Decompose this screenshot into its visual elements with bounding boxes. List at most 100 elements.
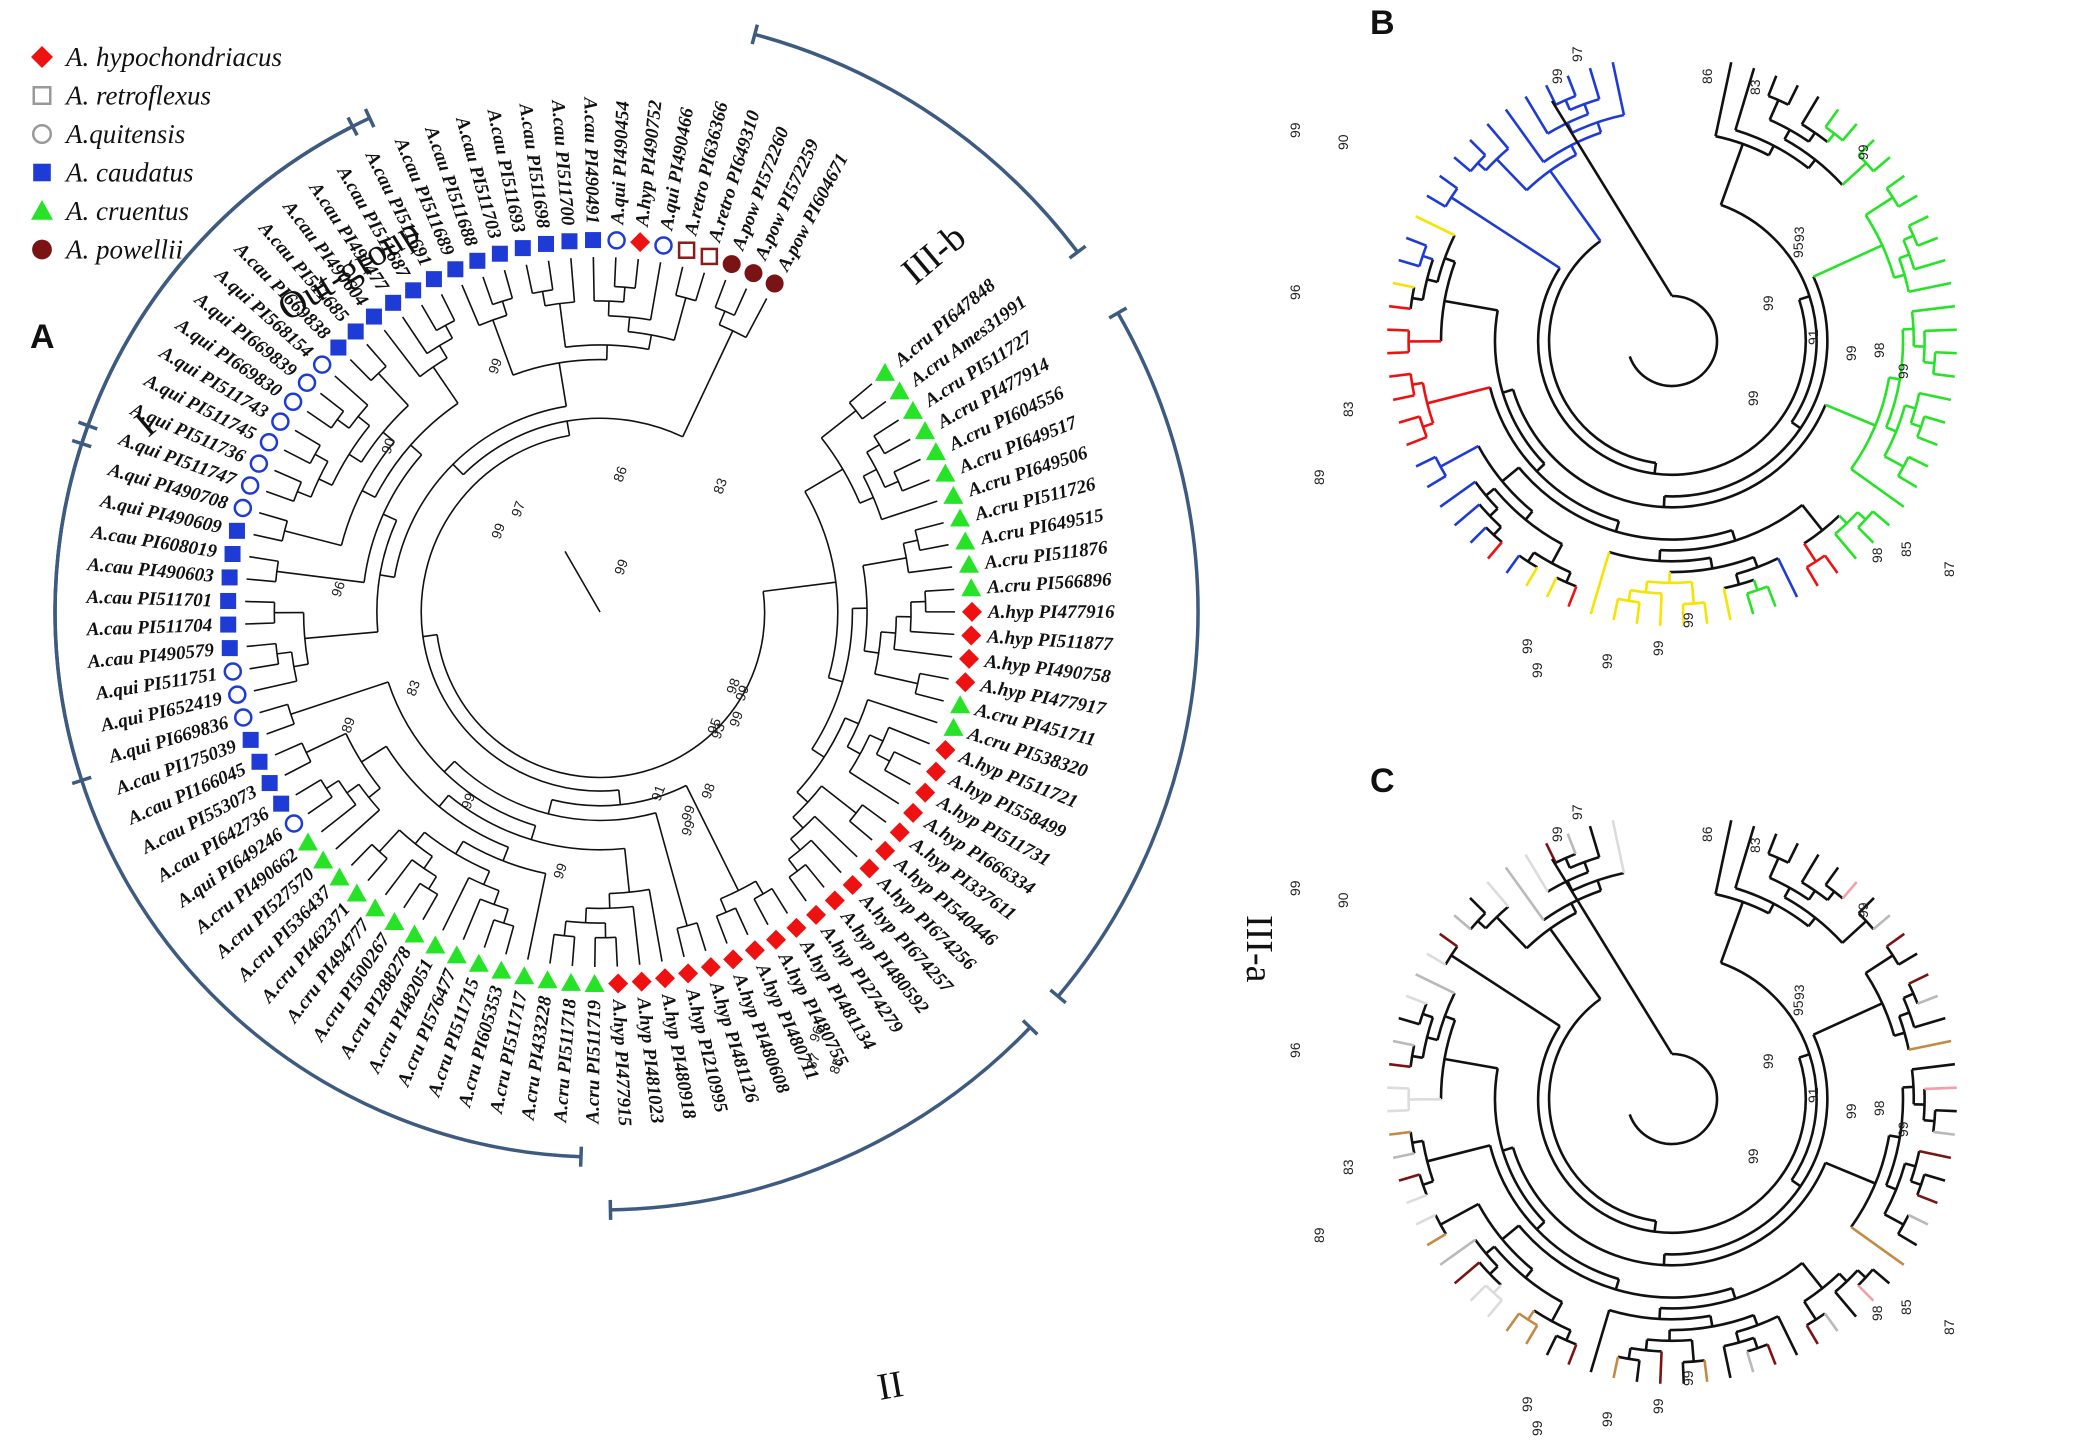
- tree-arc: [419, 882, 438, 895]
- tree-arc: [1536, 1025, 1808, 1235]
- bootstrap-value: 90: [1335, 892, 1351, 908]
- tree-arc: [1436, 992, 1456, 1041]
- bootstrap-value: 86: [1699, 68, 1715, 84]
- bootstrap-value: 96: [328, 579, 348, 599]
- tree-branch: [788, 876, 807, 902]
- tree-branch: [1824, 403, 1876, 427]
- legend-label: A. cruentus: [64, 196, 189, 226]
- tree-arc: [1525, 911, 1577, 950]
- leaf-marker: [943, 485, 964, 504]
- tree-branch: [1565, 571, 1572, 583]
- tree-branch: [283, 449, 311, 465]
- tree-branch: [1411, 1054, 1423, 1060]
- tree-branch: [880, 631, 896, 634]
- legend-label: A. retroflexus: [64, 81, 211, 111]
- tree-branch: [1826, 890, 1836, 901]
- tree-arc: [614, 285, 636, 289]
- tree-branch: [1612, 598, 1620, 621]
- leaf-marker: [585, 232, 602, 249]
- bootstrap-value: 91: [1805, 329, 1821, 345]
- tree-branch: [1719, 901, 1745, 964]
- tree-arc: [1517, 466, 1733, 541]
- tree-branch: [649, 262, 662, 321]
- tree-branch: [1800, 95, 1820, 125]
- tree-branch: [501, 301, 508, 316]
- tree-branch: [1653, 1220, 1658, 1232]
- leaf-marker: [806, 904, 827, 925]
- tree-branch: [294, 429, 321, 447]
- tree-branch: [1398, 258, 1420, 268]
- tree-branch: [919, 543, 949, 552]
- tree-branch: [1902, 992, 1914, 1000]
- tree-branch: [1885, 426, 1897, 433]
- tree-arc: [1477, 445, 1534, 513]
- tree-branch: [1885, 174, 1906, 190]
- tree-branch: [438, 794, 450, 808]
- bootstrap-value: 99: [485, 356, 505, 376]
- tree-branch: [675, 266, 684, 296]
- tree-branch: [1752, 556, 1759, 568]
- tree-branch: [1838, 1272, 1848, 1283]
- tree-branch: [1883, 1213, 1905, 1226]
- tree-branch: [1444, 1057, 1498, 1070]
- bootstrap-value: 99: [1745, 390, 1761, 406]
- leaf-marker: [385, 294, 402, 311]
- tree-arc: [1409, 1131, 1416, 1154]
- tree-arc: [1484, 526, 1503, 544]
- tree-arc: [1488, 386, 1620, 523]
- tree-branch: [1714, 61, 1733, 137]
- tree-arc: [1517, 1224, 1733, 1299]
- tree-arc: [594, 300, 624, 303]
- tree-branch: [647, 334, 653, 350]
- bootstrap-value: 99: [1529, 662, 1545, 678]
- tree-arc: [1664, 276, 1829, 498]
- leaf-marker: [678, 963, 699, 984]
- tree-branch: [902, 479, 930, 492]
- tree-branch: [1745, 593, 1755, 615]
- tree-arc: [1569, 97, 1600, 112]
- bootstrap-value: 99: [678, 803, 698, 823]
- tree-arc: [720, 880, 757, 900]
- tree-branch: [592, 257, 595, 302]
- tree-arc: [1571, 113, 1625, 134]
- tree-branch: [1392, 394, 1415, 402]
- tree-arc: [1669, 555, 1755, 574]
- tree-arc: [1883, 405, 1907, 457]
- bracket-I-bottom: [53, 425, 582, 1159]
- tree-branch: [367, 857, 388, 882]
- tree-arc: [1806, 554, 1826, 569]
- leaf-marker: [469, 252, 486, 269]
- tree-branch: [1524, 510, 1534, 521]
- tree-branch: [893, 648, 953, 658]
- tree-branch: [1611, 61, 1626, 116]
- bootstrap-value: 83: [710, 476, 730, 496]
- tree-arc: [1533, 1309, 1572, 1332]
- tree-branch: [1776, 557, 1799, 598]
- tree-branch: [346, 783, 360, 794]
- leaf-marker: [744, 264, 763, 283]
- tree-arc: [565, 344, 649, 351]
- tree-branch: [861, 804, 887, 823]
- tree-branch: [1469, 138, 1487, 157]
- tree-branch: [1422, 1180, 1434, 1187]
- tree-branch: [1857, 896, 1875, 915]
- tree-arc: [866, 451, 886, 488]
- legend-label: A. powellii: [64, 235, 183, 265]
- tree-branch: [1438, 932, 1459, 948]
- tree-branch: [1567, 1343, 1578, 1366]
- tree-arc: [1783, 896, 1844, 944]
- tree-arc: [1735, 886, 1810, 928]
- leaf-marker: [273, 795, 290, 812]
- tree-branch: [1823, 1312, 1839, 1332]
- tree-branch: [1589, 551, 1611, 615]
- tree-branch: [1653, 462, 1658, 474]
- leaf-label: A.cru PI511718: [550, 998, 581, 1124]
- tree-arc: [893, 471, 904, 492]
- bracket-IIIb: [754, 32, 1079, 254]
- bootstrap-value: 97: [1569, 804, 1585, 820]
- tree-branch: [846, 746, 861, 755]
- tree-branch: [438, 345, 448, 359]
- tree-branch: [1566, 833, 1577, 855]
